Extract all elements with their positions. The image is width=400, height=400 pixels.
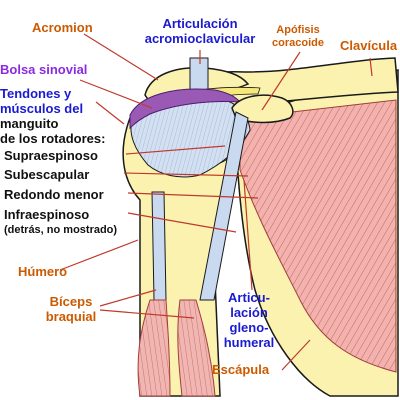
leader-lines [59, 33, 373, 371]
label-biceps-brachii: Bíceps braquial [40, 294, 102, 324]
label-biceps-line1: Bíceps [49, 294, 93, 309]
label-coracoid-process: Apófisis coracoide [268, 24, 328, 50]
biceps-muscle-1 [137, 299, 171, 397]
label-biceps-line2: braquial [45, 309, 97, 324]
label-tendones-line3: manguito [0, 116, 59, 131]
label-glenohumeral-joint: Articu- lación gleno- humeral [218, 290, 280, 350]
label-coracoid-line1: Apófisis [276, 24, 320, 36]
label-tendones-line2: músculos del [0, 101, 84, 116]
short-head-tendon [199, 111, 249, 301]
label-humerus: Húmero [18, 264, 68, 279]
ac-joint [189, 57, 209, 91]
label-clavicle: Clavícula [340, 38, 398, 53]
label-acromioclavicular-line1: Articulación [162, 16, 238, 31]
label-infraspinatus: Infraespinoso [4, 207, 90, 222]
biceps-tendon [151, 191, 167, 301]
label-tendones-line1: Tendones y [0, 86, 72, 101]
label-infraspinatus-note: (detrás, no mostrado) [4, 224, 118, 236]
label-glenohumeral-line1: Articu- [228, 290, 270, 305]
label-rotator-cuff-title: Tendones y músculos del manguito de los … [0, 86, 105, 146]
subscapularis-muscle [239, 99, 397, 373]
label-acromioclavicular-joint: Articulación acromioclavicular [142, 16, 258, 46]
label-acromion: Acromion [32, 20, 93, 35]
label-glenohumeral-line3: gleno- [229, 320, 269, 335]
label-teres-minor: Redondo menor [4, 187, 104, 202]
label-subscapularis: Subescapular [4, 167, 90, 182]
label-coracoid-line2: coracoide [272, 37, 324, 49]
biceps-muscle-2 [177, 299, 216, 397]
label-scapula: Escápula [212, 362, 270, 377]
label-glenohumeral-line4: humeral [223, 335, 275, 350]
label-synovial-bursa: Bolsa sinovial [0, 62, 88, 77]
label-tendones-line4: de los rotadores: [0, 131, 106, 146]
label-acromioclavicular-line2: acromioclavicular [144, 31, 256, 46]
label-supraspinatus: Supraespinoso [4, 148, 98, 163]
label-glenohumeral-line2: lación [230, 305, 268, 320]
